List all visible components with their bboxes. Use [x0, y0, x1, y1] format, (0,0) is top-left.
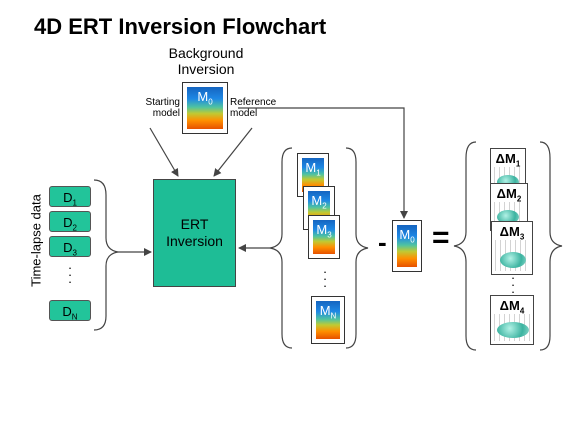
reference-model-line1: Reference	[230, 97, 277, 108]
model-label: MN	[319, 303, 337, 321]
delta-model-3: ΔM3	[491, 221, 533, 275]
background-inversion-label: Background Inversion	[158, 45, 254, 77]
data-box-letter: D	[63, 240, 73, 255]
ert-box-line2: Inversion	[166, 233, 223, 249]
model-label: M2	[311, 193, 327, 211]
starting-model-line2: model	[152, 108, 180, 119]
model-mn: MN	[311, 296, 345, 344]
reference-model-m0: M0	[392, 220, 422, 272]
starting-model-arrow	[149, 127, 179, 177]
delta-label: ΔM3	[499, 224, 525, 242]
page-title: 4D ERT Inversion Flowchart	[34, 14, 327, 39]
data-box-sub: 3	[72, 248, 77, 258]
data-box-dn: DN	[49, 300, 91, 322]
starting-model-label: Starting model	[120, 97, 180, 119]
delta-right-brace	[539, 141, 563, 351]
background-model-m0: M0	[182, 82, 228, 134]
data-box-d3: D3	[49, 236, 91, 258]
ert-inversion-box: ERT Inversion	[153, 179, 236, 287]
models-right-brace	[345, 147, 369, 349]
reference-model-arrow	[213, 127, 253, 177]
resistivity-image	[187, 87, 223, 129]
anomaly-image	[497, 322, 529, 338]
resistivity-image	[302, 158, 324, 192]
starting-model-line1: Starting	[145, 97, 180, 108]
models-ellipsis: ···	[322, 264, 328, 293]
resistivity-image	[313, 220, 335, 254]
model-label: M0	[197, 89, 213, 107]
delta-ellipsis: ···	[510, 270, 516, 299]
equals-operator: =	[432, 221, 450, 254]
anomaly-image	[497, 210, 519, 224]
background-inversion-line1: Background	[168, 45, 244, 61]
model-m3: M3	[308, 215, 340, 259]
minus-operator: -	[378, 227, 387, 257]
resistivity-image	[397, 225, 417, 267]
model-label: M1	[305, 160, 321, 178]
data-box-sub: N	[71, 312, 78, 322]
resistivity-image	[316, 301, 340, 339]
reference-model-label: Reference model	[230, 97, 290, 119]
reference-model-line2: model	[230, 108, 258, 119]
ert-box-line1: ERT	[180, 216, 209, 232]
data-box-letter: D	[62, 304, 72, 319]
anomaly-image	[500, 252, 526, 268]
delta-label: ΔM1	[495, 151, 521, 169]
data-box-sub: 2	[72, 223, 77, 233]
model-label: M3	[316, 222, 332, 240]
models-left-brace	[269, 147, 293, 349]
data-box-sub: 1	[72, 198, 77, 208]
background-to-m0-arrow	[238, 107, 408, 219]
data-box-d2: D2	[49, 211, 91, 233]
data-box-letter: D	[63, 190, 73, 205]
data-brace	[93, 179, 119, 331]
data-ellipsis: ···	[67, 260, 73, 289]
background-inversion-line2: Inversion	[177, 61, 235, 77]
data-box-d1: D1	[49, 186, 91, 208]
model-label: M0	[399, 227, 415, 245]
delta-model-4: ΔM4	[490, 295, 534, 345]
time-lapse-data-label: Time-lapse data	[28, 194, 44, 287]
data-box-letter: D	[63, 215, 73, 230]
delta-left-brace	[453, 141, 477, 351]
delta-label: ΔM2	[496, 186, 522, 204]
delta-label: ΔM4	[499, 298, 525, 316]
